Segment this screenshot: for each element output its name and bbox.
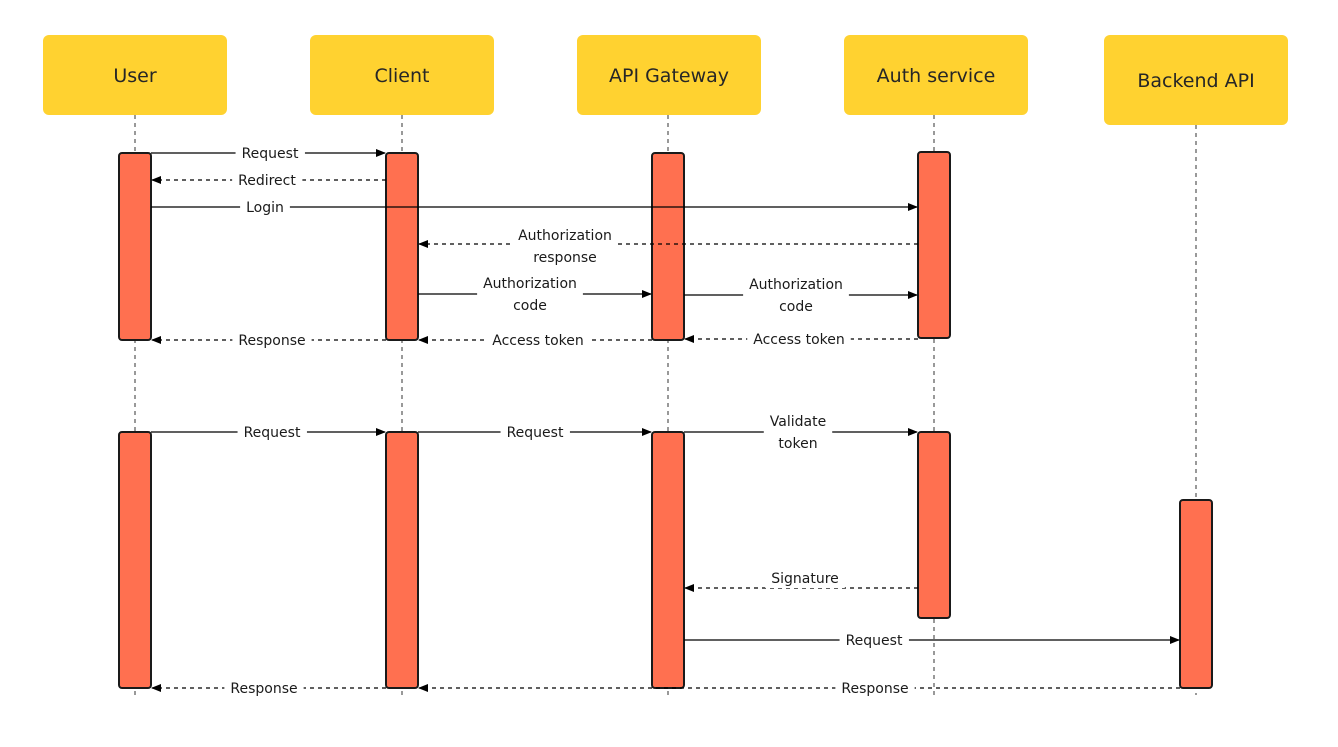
message-label-line: Validate [770,414,826,430]
message-m11: Request [418,424,652,442]
message-label-background [237,424,307,442]
message-m5: Authorization code [418,275,652,315]
message-m4: Authorization response [418,227,918,267]
message-label: Request [839,632,909,650]
message-label: Response [835,680,915,698]
message-label-line: Access token [492,333,584,349]
message-label-line: Signature [771,571,839,587]
message-label-line: Response [841,681,908,697]
message-label-line: Request [846,633,903,649]
message-label: Authorization code [477,275,583,315]
message-label-line: Authorization [483,276,577,292]
message-label-line: Request [244,425,301,441]
activation-bar-auth [917,151,951,339]
message-label-line: Login [246,200,284,216]
message-label-background [232,172,303,190]
message-label: Response [224,680,304,698]
message-label-background [839,632,909,650]
participant-label: API Gateway [609,65,729,87]
message-label-background [835,680,915,698]
message-label-background [486,332,590,350]
participant-label: Auth service [877,65,996,87]
message-label: Redirect [232,172,303,190]
message-label-line: Response [230,681,297,697]
message-label: Request [237,424,307,442]
participant-backend: Backend API [1104,35,1288,125]
activation-bar-gateway [651,431,685,689]
message-m16: Response [151,680,386,698]
participant-box [577,35,761,115]
message-label-background [235,145,305,163]
message-label: Access token [486,332,590,350]
activation-bar-auth [917,431,951,619]
message-m9: Response [151,332,386,350]
message-label-background [743,276,849,316]
message-label: Signature [765,570,845,588]
message-label: Validate token [763,413,833,453]
activation-bar-backend [1179,499,1213,689]
participant-label: User [113,65,156,87]
message-label-background [240,199,290,217]
message-m2: Redirect [151,172,386,190]
activation-bar-user [118,152,152,341]
message-m14: Request [684,632,1180,650]
message-m3: Login [151,199,918,217]
participant-label: Backend API [1137,70,1254,92]
message-label-line: token [778,436,817,452]
message-label-line: Authorization [749,277,843,293]
message-label: Access token [747,331,851,349]
message-label: Request [235,145,305,163]
message-label-line: Redirect [238,173,296,189]
message-label-background [747,331,851,349]
message-label: Request [500,424,570,442]
participant-box [844,35,1028,115]
message-label: Authorization code [743,276,849,316]
message-label-background [477,275,583,315]
message-label: Login [240,199,290,217]
message-label-line: Authorization [518,228,612,244]
message-m1: Request [151,145,386,163]
activation-bar-client [385,152,419,341]
message-label: Response [232,332,312,350]
message-label-line: code [779,299,813,315]
message-label-line: Response [238,333,305,349]
message-label-background [763,413,833,453]
message-label-line: Request [242,146,299,162]
participant-box [310,35,494,115]
activation-bar-client [385,431,419,689]
message-label: Authorization response [512,227,618,267]
message-label-background [512,227,618,267]
message-label-line: Request [507,425,564,441]
participant-user: User [43,35,227,115]
participant-gateway: API Gateway [577,35,761,115]
participant-box [43,35,227,115]
message-m8: Access token [418,332,652,350]
participant-label: Client [374,65,429,87]
participant-box [1104,35,1288,125]
activation-bar-gateway [651,152,685,341]
message-label-line: response [533,250,597,266]
message-label-background [224,680,304,698]
message-label-background [232,332,312,350]
message-m13: Signature [684,570,918,592]
message-m10: Request [151,424,386,442]
message-label-line: Access token [753,332,845,348]
message-m12: Validate token [684,413,918,453]
message-m7: Access token [684,331,918,349]
message-m6: Authorization code [684,276,918,316]
message-label-line: code [513,298,547,314]
participant-auth: Auth service [844,35,1028,115]
message-label-background [765,570,845,588]
participant-client: Client [310,35,494,115]
activation-bar-user [118,431,152,689]
message-m15: Response [418,680,1180,698]
message-label-background [500,424,570,442]
